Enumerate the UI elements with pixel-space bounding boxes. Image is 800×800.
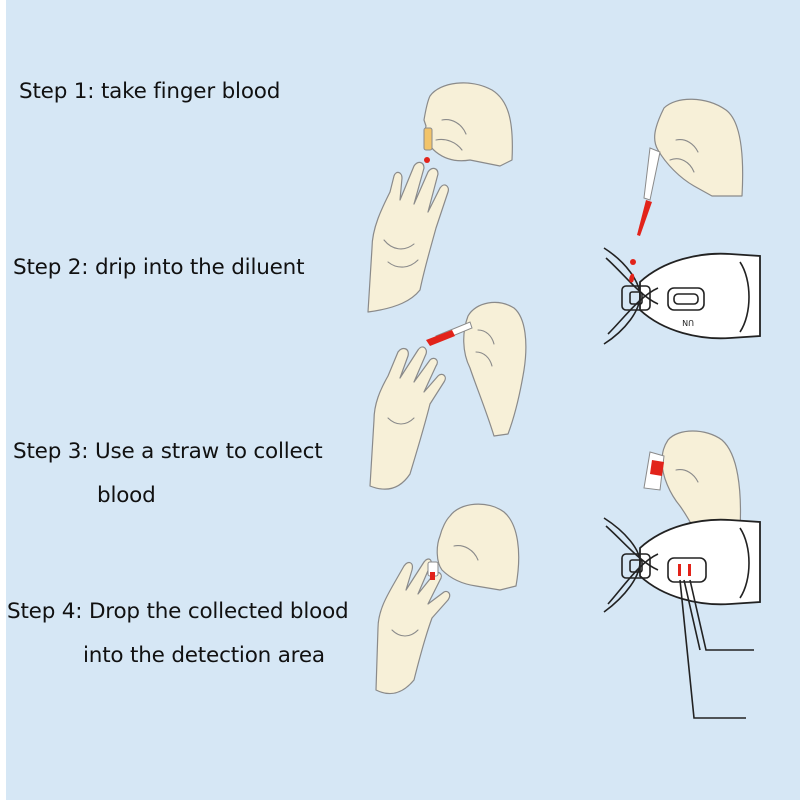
result-line-c [678, 564, 681, 576]
hand-upper-step1 [423, 82, 513, 167]
hand-upper-step3 [463, 301, 527, 437]
step-1-text: Step 1: take finger blood [19, 70, 280, 114]
pointer-line-lower [679, 579, 746, 719]
step-4-text: Step 4: Drop the collected blood into th… [7, 590, 349, 678]
left-border-strip [0, 0, 6, 800]
step-2-text: Step 2: drip into the diluent [13, 246, 305, 290]
step-4-line-2: into the detection area [83, 643, 325, 668]
step-1-line-1: Step 1: take finger blood [19, 79, 281, 104]
step-3-line-1: Step 3: Use a straw to collect [13, 439, 323, 464]
result-line-t [688, 564, 691, 576]
dropper-icon [643, 147, 661, 201]
step-4-line-1: Step 4: Drop the collected blood [7, 599, 349, 624]
lancet-icon [423, 127, 433, 151]
test-cassette-step4 [639, 518, 761, 606]
hand-lower-step1 [367, 161, 449, 313]
finger-drop-illustration [375, 503, 520, 695]
hand-lower-step4 [375, 558, 451, 695]
finger-prick-illustration [367, 82, 513, 313]
hand-lower-step3 [369, 346, 446, 490]
step-3-line-2: blood [97, 483, 156, 508]
detection-window [667, 557, 707, 583]
hand-dropper-step2 [654, 98, 744, 197]
test-cassette-step2 [639, 252, 761, 340]
cassette-mark-step2: UN [682, 318, 694, 327]
dropper-diluent-illustration: UN [603, 98, 761, 345]
step-2-line-1: Step 2: drip into the diluent [13, 255, 305, 280]
hand-upper-step4 [436, 503, 520, 591]
drop-detection-illustration [603, 430, 761, 719]
step-3-text: Step 3: Use a straw to collect blood [13, 430, 323, 518]
straw-collect-illustration [369, 301, 527, 490]
pointer-line-upper [689, 579, 754, 651]
blood-drop-icon [424, 157, 430, 163]
